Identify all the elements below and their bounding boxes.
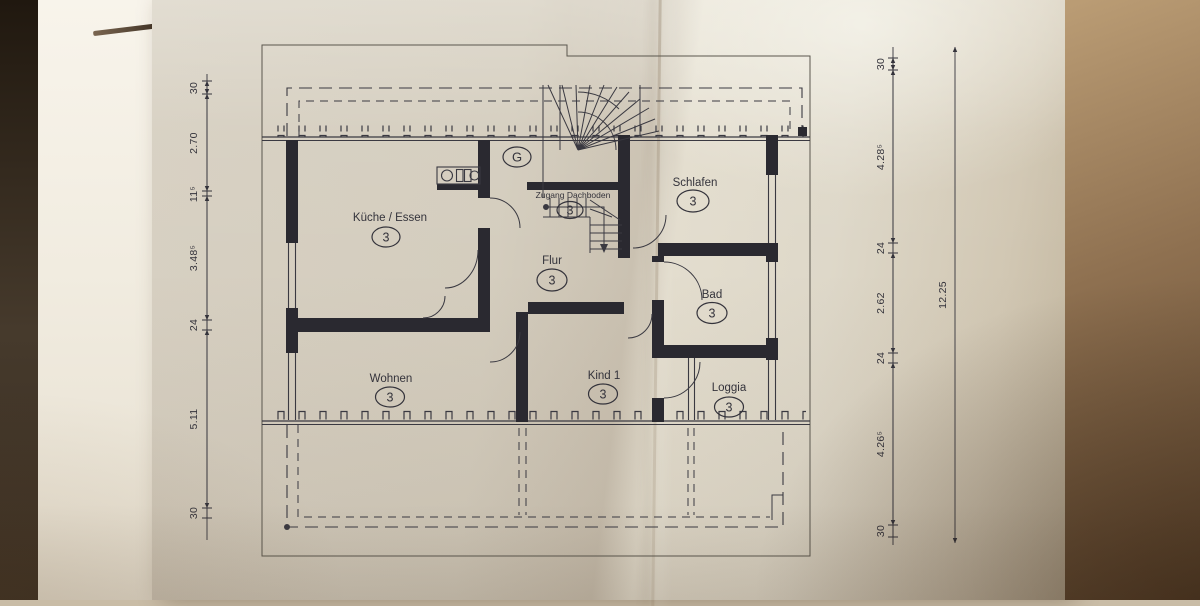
gallery-label: G bbox=[512, 150, 522, 165]
room-label-wohnen: Wohnen bbox=[370, 373, 413, 385]
room-label-bad: Bad bbox=[702, 289, 722, 301]
room-label-schlafen: Schlafen bbox=[673, 177, 718, 189]
room-number-wohnen: 3 bbox=[387, 391, 394, 405]
svg-text:24: 24 bbox=[188, 319, 200, 331]
svg-text:30: 30 bbox=[875, 525, 887, 537]
room-number-oval-loggia bbox=[713, 396, 745, 418]
svg-text:24: 24 bbox=[875, 242, 887, 254]
dimension-labels-left: 30 2.70 11⁵ 3.48⁵ 24 5.11 30 bbox=[188, 82, 200, 519]
dimension-total-label: 12.25 bbox=[937, 281, 949, 309]
room-number-oval-wohnen bbox=[374, 386, 406, 408]
roof-outline-top bbox=[286, 87, 803, 136]
windows bbox=[287, 175, 777, 420]
eaves-line-top bbox=[262, 125, 810, 141]
background-left-shadow bbox=[0, 0, 38, 600]
stair-access-number: 3 bbox=[567, 204, 574, 218]
gallery-oval bbox=[502, 146, 532, 168]
roof-outline-bottom bbox=[284, 425, 784, 530]
room-number-oval-kueche bbox=[371, 226, 401, 248]
drawing-border bbox=[261, 44, 811, 557]
svg-text:2.70: 2.70 bbox=[188, 132, 200, 154]
room-number-loggia: 3 bbox=[726, 401, 733, 415]
dimension-chain-left bbox=[202, 74, 212, 540]
room-number-oval-flur bbox=[536, 268, 568, 292]
attic-stairs bbox=[542, 84, 660, 253]
eaves-line-bottom bbox=[262, 409, 810, 425]
room-label-kind1: Kind 1 bbox=[588, 370, 621, 382]
room-number-kind1: 3 bbox=[600, 388, 607, 402]
door-swings bbox=[422, 197, 703, 399]
room-number-kueche: 3 bbox=[383, 231, 390, 245]
dimension-total: 12.25 bbox=[937, 46, 958, 544]
background-wall bbox=[38, 0, 162, 600]
room-number-schlafen: 3 bbox=[690, 195, 697, 209]
svg-text:4.28⁵: 4.28⁵ bbox=[875, 144, 887, 170]
dimension-labels-right: 30 4.28⁵ 24 2.62 24 4.26⁵ 30 bbox=[875, 58, 887, 537]
room-number-bad: 3 bbox=[709, 307, 716, 321]
kitchenette-fixtures bbox=[436, 166, 481, 185]
room-number-oval-bad bbox=[696, 301, 728, 325]
stair-access-label: Zugang Dachboden bbox=[536, 190, 611, 200]
room-label-kueche-essen: Küche / Essen bbox=[353, 212, 427, 224]
room-label-flur: Flur bbox=[542, 255, 562, 267]
room-number-oval-kind1 bbox=[587, 383, 619, 405]
room-number-oval-schlafen bbox=[676, 189, 710, 213]
dimension-chain-right bbox=[888, 47, 898, 545]
svg-text:4.26⁵: 4.26⁵ bbox=[875, 431, 887, 457]
room-number-oval-stair bbox=[556, 200, 584, 220]
svg-text:11⁵: 11⁵ bbox=[188, 186, 200, 202]
svg-text:24: 24 bbox=[875, 352, 887, 364]
svg-text:30: 30 bbox=[875, 58, 887, 70]
room-label-loggia: Loggia bbox=[712, 382, 747, 394]
svg-text:30: 30 bbox=[188, 82, 200, 94]
svg-text:5.11: 5.11 bbox=[188, 409, 200, 430]
svg-text:3.48⁵: 3.48⁵ bbox=[188, 245, 200, 271]
svg-text:30: 30 bbox=[188, 507, 200, 519]
svg-text:2.62: 2.62 bbox=[875, 292, 887, 314]
room-number-flur: 3 bbox=[549, 274, 556, 288]
background-right-shadow bbox=[1065, 0, 1200, 600]
